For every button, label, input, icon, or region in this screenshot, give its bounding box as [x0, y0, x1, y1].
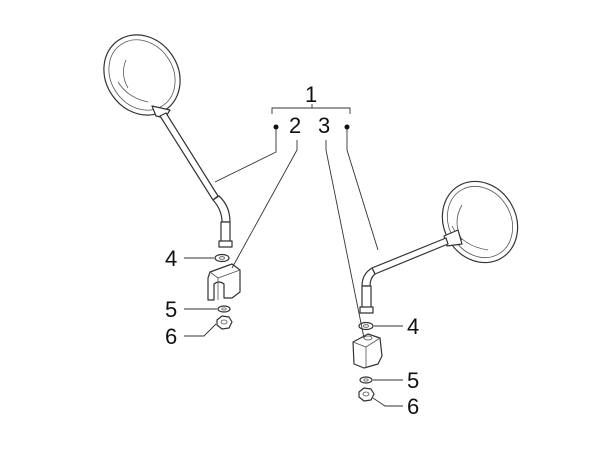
left-washer [214, 253, 230, 263]
right-lockwasher [359, 376, 373, 384]
right-nut [358, 387, 375, 402]
left-mirror [103, 34, 233, 248]
callout-left-lockwasher: 5 [165, 297, 177, 322]
left-clamp [207, 263, 241, 301]
callout-left-mirror: 2 [289, 113, 301, 138]
callout-assembly: 1 [305, 82, 317, 107]
callout-right-mirror: 3 [318, 113, 330, 138]
callout-left-washer: 4 [165, 246, 177, 271]
right-washer [358, 321, 374, 331]
left-lockwasher [217, 305, 231, 313]
right-mirror [359, 180, 519, 314]
callout-left-nut: 6 [165, 324, 177, 349]
callout-right-washer: 4 [407, 314, 419, 339]
left-nut [216, 315, 233, 330]
leader-lines [184, 104, 403, 407]
callout-right-nut: 6 [407, 394, 419, 419]
callout-right-lockwasher: 5 [407, 368, 419, 393]
right-clamp [352, 333, 383, 369]
